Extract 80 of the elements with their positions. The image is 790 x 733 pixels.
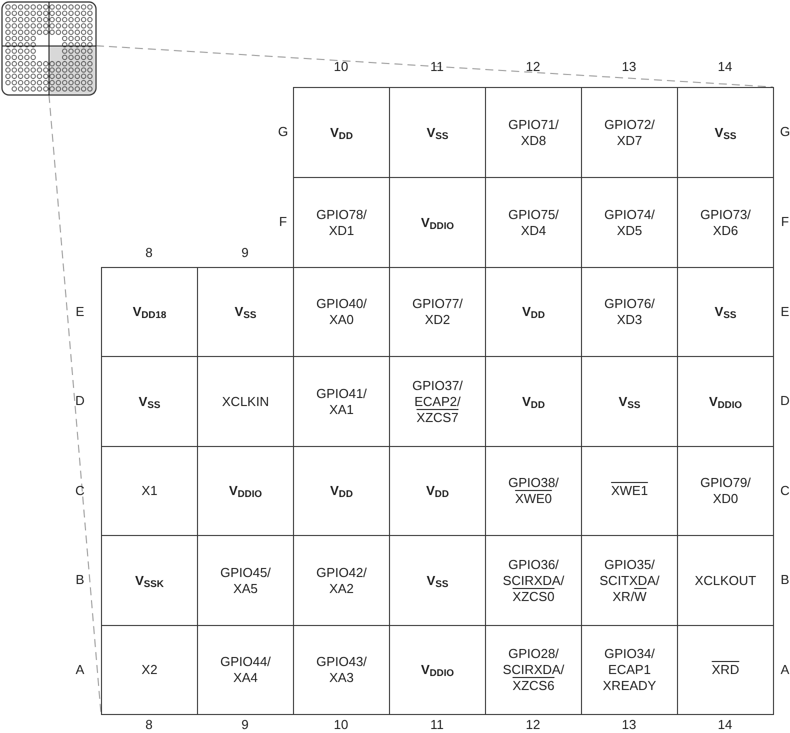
grid-label: 9 xyxy=(241,245,249,261)
pin-name: V$_{DD}$ xyxy=(330,124,353,140)
pin-name: V$_{DDIO}$ xyxy=(420,214,454,230)
grid-label: E xyxy=(76,304,84,320)
pin-cell xyxy=(101,267,198,357)
pin-name: X2 xyxy=(142,662,158,678)
pin-name: V$_{DD18}$ xyxy=(132,304,166,320)
pin-name: X1 xyxy=(142,483,158,499)
pin-name: V$_{DDIO}$ xyxy=(708,394,742,410)
grid-label: C xyxy=(780,482,790,498)
pin-name: V$_{DD}$ xyxy=(426,483,449,499)
pin-name: GPIO76/ XD3 xyxy=(604,296,655,328)
grid-label: B xyxy=(780,572,790,588)
pin-name: V$_{SS}$ xyxy=(618,394,640,410)
pin-name: V$_{SSK}$ xyxy=(135,572,164,588)
pin-name: V$_{SS}$ xyxy=(138,394,160,410)
grid-label: A xyxy=(76,662,84,678)
grid-label: 10 xyxy=(334,59,348,75)
pin-name: GPIO41/ XA1 xyxy=(316,386,367,418)
pin-name: GPIO77/ XD2 xyxy=(412,296,463,328)
grid-label: 14 xyxy=(718,717,732,733)
pin-name: GPIO75/ XD4 xyxy=(508,206,559,238)
pin-cell xyxy=(677,87,774,178)
grid-label: A xyxy=(780,662,790,678)
grid-label: 8 xyxy=(145,245,153,261)
pin-name: XRD xyxy=(712,662,740,678)
grid-label: B xyxy=(76,572,84,588)
pin-name: V$_{SS}$ xyxy=(714,304,736,320)
pin-name: V$_{DD}$ xyxy=(330,483,353,499)
pin-name: GPIO79/ XD0 xyxy=(700,475,751,507)
grid-label: D xyxy=(780,393,790,409)
grid-label: E xyxy=(780,304,790,320)
pin-name: GPIO42/ XA2 xyxy=(316,564,367,596)
pin-cell xyxy=(677,625,774,715)
pin-name: GPIO37/ ECAP2/ XZCS7 xyxy=(412,378,463,426)
grid-label: 13 xyxy=(622,59,636,75)
grid-label: 8 xyxy=(145,717,153,733)
pin-name: GPIO35/ SCITXDA/ XR/W xyxy=(600,556,660,604)
grid-label: G xyxy=(780,124,790,140)
pin-name: GPIO78/ XD1 xyxy=(316,206,367,238)
pin-name: GPIO34/ ECAP1 XREADY xyxy=(602,646,656,694)
pin-name: GPIO72/ XD7 xyxy=(604,116,655,148)
pin-name: XCLKOUT xyxy=(694,572,756,588)
pin-name: GPIO71/ XD8 xyxy=(508,116,559,148)
pin-name: GPIO40/ XA0 xyxy=(316,296,367,328)
grid-label: 11 xyxy=(430,717,444,733)
grid-label: 9 xyxy=(241,717,249,733)
grid-label: 13 xyxy=(622,717,636,733)
grid-label: C xyxy=(75,482,85,498)
pin-name: V$_{DDIO}$ xyxy=(420,662,454,678)
pin-name: GPIO36/ SCIRXDA/ XZCS0 xyxy=(502,556,564,604)
grid-label: G xyxy=(278,124,288,140)
pin-name: V$_{DD}$ xyxy=(522,304,545,320)
grid-label: 12 xyxy=(526,717,540,733)
pin-name: GPIO45/ XA5 xyxy=(220,564,271,596)
grid-label: 12 xyxy=(526,59,540,75)
grid-label: 14 xyxy=(718,59,732,75)
pin-name: V$_{SS}$ xyxy=(426,124,448,140)
grid-label: 10 xyxy=(334,717,348,733)
pin-name: GPIO73/ XD6 xyxy=(700,206,751,238)
pin-name: XCLKIN xyxy=(222,394,269,410)
pin-name: GPIO43/ XA3 xyxy=(316,654,367,686)
grid-label: F xyxy=(781,214,789,230)
pin-name: V$_{DD}$ xyxy=(522,394,545,410)
pin-cell xyxy=(293,87,390,178)
pin-cell xyxy=(101,625,198,715)
pin-name: GPIO38/ XWE0 xyxy=(508,475,559,507)
pin-name: GPIO44/ XA4 xyxy=(220,654,271,686)
zoom-guide-line xyxy=(96,45,774,88)
pin-name: XWE1 xyxy=(611,483,648,499)
pin-name: V$_{DDIO}$ xyxy=(228,483,262,499)
grid-label: D xyxy=(75,393,85,409)
grid-label: F xyxy=(279,214,287,230)
pin-name: V$_{SS}$ xyxy=(234,304,256,320)
grid-label: 11 xyxy=(430,59,444,75)
pin-name: V$_{SS}$ xyxy=(426,572,448,588)
pin-name: GPIO74/ XD5 xyxy=(604,206,655,238)
pin-name: V$_{SS}$ xyxy=(714,124,736,140)
zoom-guide-line xyxy=(48,94,102,714)
pin-name: GPIO28/ SCIRXDA/ XZCS6 xyxy=(502,646,564,694)
